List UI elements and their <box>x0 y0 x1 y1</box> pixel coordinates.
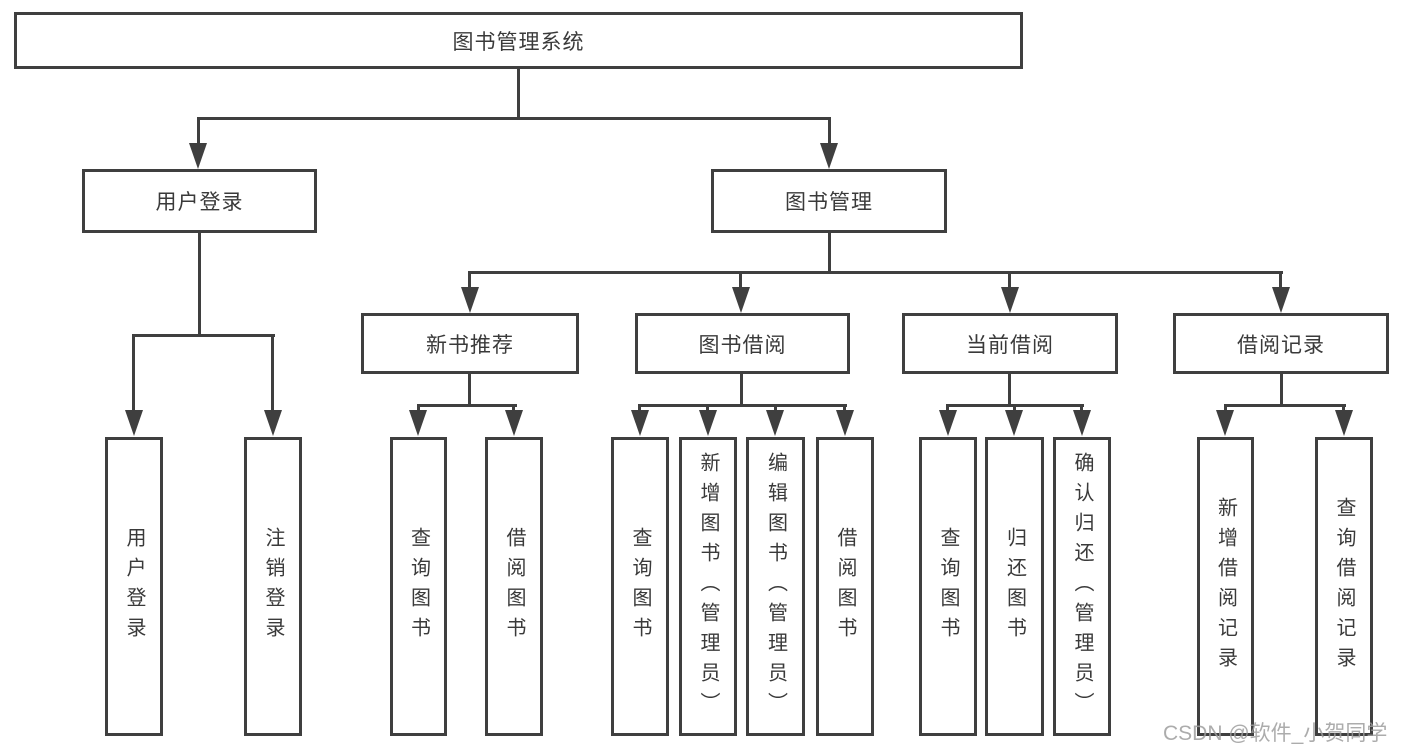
arrowhead <box>1272 287 1290 313</box>
connector-segment <box>638 404 847 407</box>
leaf-logout-label: 注销登录 <box>262 526 284 647</box>
arrowhead <box>1216 410 1234 436</box>
leaf-borrow-query-books-label: 查询图书 <box>629 526 651 647</box>
connector-segment <box>1280 374 1283 407</box>
connector-segment <box>828 117 831 145</box>
arrowhead <box>409 410 427 436</box>
arrowhead <box>125 410 143 436</box>
connector-segment <box>517 68 520 119</box>
leaf-newbooks-borrow-books-label: 借阅图书 <box>503 526 525 647</box>
leaf-current-return-books: 归还图书 <box>985 437 1044 736</box>
arrowhead <box>820 143 838 169</box>
connector-segment <box>706 404 709 414</box>
node-borrowing-records-label: 借阅记录 <box>1237 333 1325 357</box>
connector-segment <box>946 404 949 414</box>
arrowhead <box>1001 287 1019 313</box>
connector-segment <box>468 271 1283 274</box>
arrowhead <box>1073 410 1091 436</box>
leaf-logout: 注销登录 <box>244 437 302 736</box>
arrowhead <box>461 287 479 313</box>
leaf-records-query-record: 查询借阅记录 <box>1315 437 1373 736</box>
leaf-current-query-books: 查询图书 <box>919 437 977 736</box>
leaf-borrow-borrow-books-label: 借阅图书 <box>834 526 856 647</box>
connector-segment <box>1224 404 1346 407</box>
connector-segment <box>638 404 641 414</box>
arrowhead <box>732 287 750 313</box>
arrowhead <box>505 410 523 436</box>
connector-segment <box>132 334 275 337</box>
leaf-user-login: 用户登录 <box>105 437 163 736</box>
leaf-borrow-add-books-admin: 新增图书（管理员） <box>679 437 737 736</box>
connector-segment <box>740 374 743 407</box>
connector-segment <box>1342 404 1345 414</box>
connector-segment <box>828 233 831 274</box>
connector-segment <box>512 404 515 414</box>
leaf-newbooks-query-books: 查询图书 <box>390 437 447 736</box>
arrowhead <box>1005 410 1023 436</box>
arrowhead <box>264 410 282 436</box>
leaf-records-query-record-label: 查询借阅记录 <box>1333 496 1355 677</box>
connector-segment <box>843 404 846 414</box>
connector-segment <box>1008 271 1011 289</box>
arrowhead <box>189 143 207 169</box>
leaf-current-query-books-label: 查询图书 <box>937 526 959 647</box>
connector-segment <box>132 334 135 412</box>
node-book-borrowing: 图书借阅 <box>635 313 850 374</box>
node-root: 图书管理系统 <box>14 12 1023 69</box>
connector-segment <box>739 271 742 289</box>
leaf-current-confirm-return-admin: 确认归还（管理员） <box>1053 437 1111 736</box>
node-current-borrowing-label: 当前借阅 <box>966 333 1054 357</box>
arrowhead <box>836 410 854 436</box>
connector-segment <box>198 233 201 336</box>
connector-segment <box>197 117 200 145</box>
node-new-book-recommendation: 新书推荐 <box>361 313 579 374</box>
node-user-login: 用户登录 <box>82 169 317 233</box>
leaf-current-return-books-label: 归还图书 <box>1003 526 1026 647</box>
connector-segment <box>1279 271 1282 289</box>
leaf-borrow-borrow-books: 借阅图书 <box>816 437 874 736</box>
connector-segment <box>417 404 517 407</box>
connector-segment <box>1224 404 1227 414</box>
connector-segment <box>271 334 274 412</box>
node-root-label: 图书管理系统 <box>452 30 585 54</box>
leaf-newbooks-borrow-books: 借阅图书 <box>485 437 543 736</box>
node-current-borrowing: 当前借阅 <box>902 313 1118 374</box>
node-user-login-label: 用户登录 <box>155 191 244 214</box>
leaf-borrow-edit-books-admin-label: 编辑图书（管理员） <box>764 451 787 722</box>
connector-segment <box>1080 404 1083 414</box>
arrowhead <box>1335 410 1353 436</box>
watermark: CSDN @软件_小贺同学 <box>1163 722 1388 745</box>
leaf-records-add-record: 新增借阅记录 <box>1197 437 1254 736</box>
connector-segment <box>468 271 471 289</box>
node-book-borrowing-label: 图书借阅 <box>698 333 787 357</box>
node-borrowing-records: 借阅记录 <box>1173 313 1389 374</box>
arrowhead <box>939 410 957 436</box>
arrowhead <box>766 410 784 436</box>
leaf-newbooks-query-books-label: 查询图书 <box>407 526 430 647</box>
arrowhead <box>699 410 717 436</box>
connector-segment <box>1013 404 1016 414</box>
connector-segment <box>774 404 777 414</box>
leaf-records-add-record-label: 新增借阅记录 <box>1214 496 1237 677</box>
connector-segment <box>468 374 471 407</box>
node-new-book-recommendation-label: 新书推荐 <box>426 333 514 357</box>
leaf-borrow-edit-books-admin: 编辑图书（管理员） <box>746 437 805 736</box>
node-book-management: 图书管理 <box>711 169 947 233</box>
connector-segment <box>1008 374 1011 407</box>
leaf-user-login-label: 用户登录 <box>123 526 145 647</box>
connector-segment <box>197 117 831 120</box>
leaf-borrow-query-books: 查询图书 <box>611 437 669 736</box>
connector-segment <box>417 404 420 414</box>
arrowhead <box>631 410 649 436</box>
leaf-borrow-add-books-admin-label: 新增图书（管理员） <box>697 451 719 722</box>
node-book-management-label: 图书管理 <box>785 191 873 214</box>
leaf-current-confirm-return-admin-label: 确认归还（管理员） <box>1071 451 1093 722</box>
